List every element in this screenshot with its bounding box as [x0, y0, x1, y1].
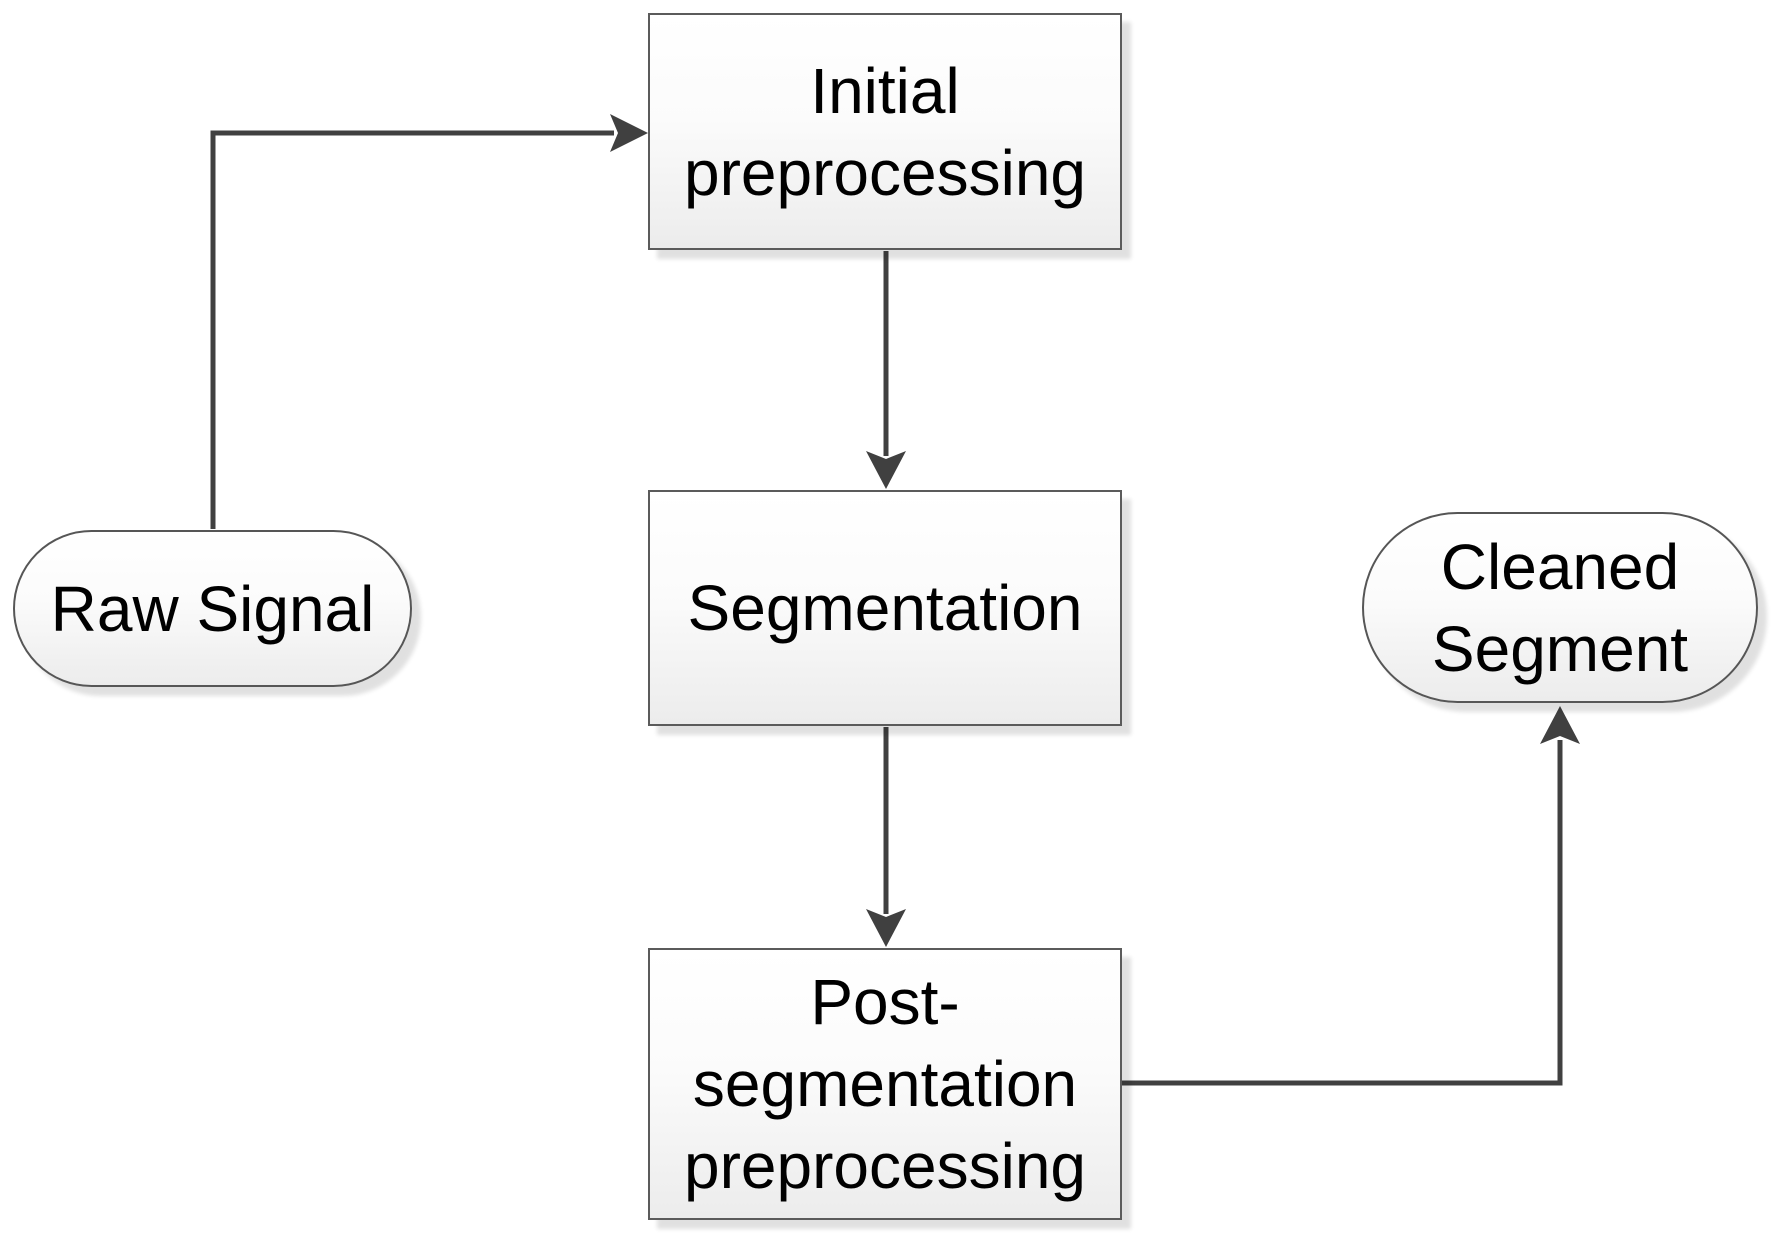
node-label-raw-signal: Raw Signal	[50, 572, 375, 645]
arrow-raw-to-initial	[210, 114, 648, 529]
node-label-initial-preprocessing: Initial preprocessing	[684, 54, 1086, 209]
arrow-initial-to-segmentation	[866, 251, 906, 489]
node-label-cleaned-segment: Cleaned Segment	[1431, 530, 1689, 685]
flowchart-node-post-segmentation-preprocessing: Post- segmentation preprocessing	[648, 948, 1122, 1220]
node-label-post-segmentation-preprocessing: Post- segmentation preprocessing	[684, 966, 1086, 1202]
node-label-segmentation: Segmentation	[687, 572, 1083, 644]
flowchart-node-initial-preprocessing: Initial preprocessing	[648, 13, 1122, 250]
flowchart-node-segmentation: Segmentation	[648, 490, 1122, 726]
flowchart-node-cleaned-segment: Cleaned Segment	[1362, 512, 1758, 703]
flowchart-node-raw-signal: Raw Signal	[13, 530, 412, 687]
arrow-segmentation-to-post	[866, 727, 906, 947]
arrow-post-to-cleaned	[1122, 706, 1580, 1086]
arrowhead-up-icon	[1540, 706, 1580, 744]
arrowhead-right-icon	[610, 114, 648, 152]
arrowhead-down-icon	[866, 451, 906, 489]
arrowhead-down-icon	[866, 909, 906, 947]
